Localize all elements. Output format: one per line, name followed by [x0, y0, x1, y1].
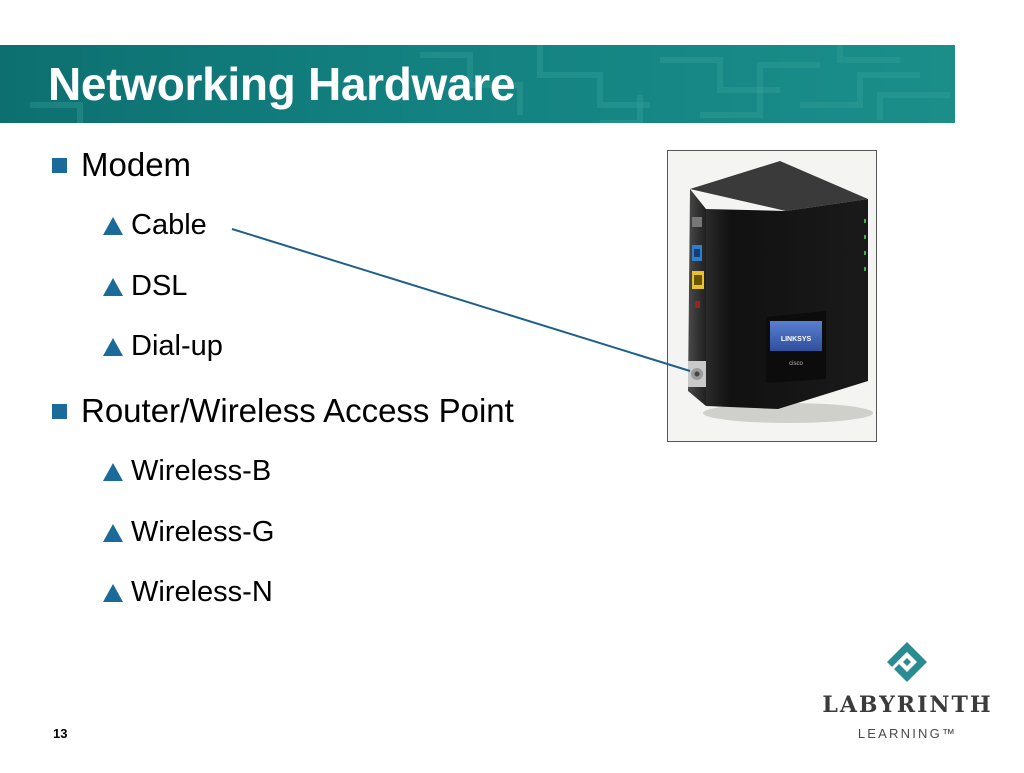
square-bullet-icon: [52, 157, 67, 173]
bullet-text: Wireless-N: [131, 576, 273, 608]
bullet-text: Router/Wireless Access Point: [81, 392, 514, 429]
bullet-text: Dial-up: [131, 330, 223, 362]
device-brand-text: LINKSYS: [781, 336, 812, 343]
labyrinth-logo: LABYRINTH LEARNING™: [815, 640, 1000, 750]
logo-subtitle: LEARNING™: [857, 726, 958, 741]
sub-bullet-wireless-n: Wireless-N: [103, 576, 273, 609]
sub-bullet-cable: Cable: [103, 209, 207, 242]
sub-bullet-wireless-g: Wireless-G: [103, 516, 274, 549]
bullet-text: Wireless-B: [131, 455, 272, 487]
title-bar: Networking Hardware: [0, 45, 955, 123]
bullet-modem: Modem: [52, 146, 191, 184]
bullet-text: Wireless-G: [131, 516, 275, 548]
title-bar-pattern: [30, 45, 950, 123]
triangle-bullet-icon: [103, 523, 123, 542]
logo-name: LABYRINTH: [822, 692, 993, 718]
bullet-router: Router/Wireless Access Point: [52, 392, 514, 430]
triangle-bullet-icon: [103, 462, 123, 481]
page-number: 13: [53, 726, 68, 741]
slide-title: Networking Hardware: [48, 58, 516, 110]
triangle-bullet-icon: [103, 337, 123, 356]
modem-photo: LINKSYS cisco: [667, 150, 877, 442]
triangle-bullet-icon: [103, 216, 123, 235]
bullet-text: Modem: [81, 146, 192, 183]
sub-bullet-dial-up: Dial-up: [103, 330, 223, 363]
bullet-text: DSL: [131, 270, 188, 302]
sub-bullet-dsl: DSL: [103, 270, 187, 303]
triangle-bullet-icon: [103, 583, 123, 602]
labyrinth-diamond-icon: [887, 642, 927, 682]
square-bullet-icon: [52, 403, 67, 419]
bullet-text: Cable: [131, 209, 207, 241]
triangle-bullet-icon: [103, 277, 123, 296]
device-sub-text: cisco: [789, 361, 803, 367]
sub-bullet-wireless-b: Wireless-B: [103, 455, 271, 488]
cable-modem-illustration: LINKSYS cisco: [668, 151, 876, 441]
